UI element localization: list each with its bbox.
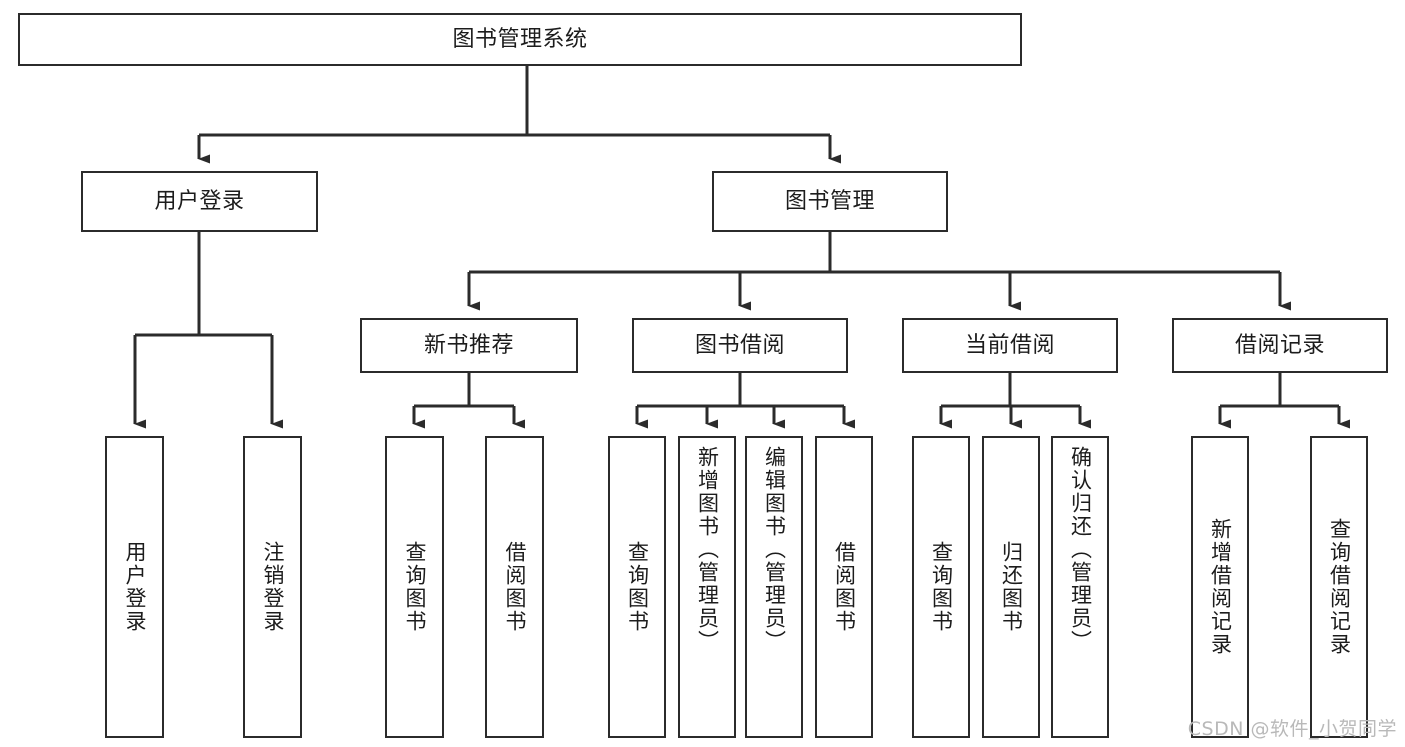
node-user-login[interactable]: 用户登录 — [81, 171, 318, 232]
node-label: 新增图书（管理员） — [695, 446, 720, 653]
node-leaf-query-book-recommend[interactable]: 查询图书 — [385, 436, 444, 738]
node-body: 查询图书 — [610, 438, 664, 736]
node-label: 查询图书 — [402, 541, 427, 633]
node-label: 借阅图书 — [832, 541, 857, 633]
node-book-borrow[interactable]: 图书借阅 — [632, 318, 848, 373]
node-leaf-add-borrow-record[interactable]: 新增借阅记录 — [1191, 436, 1249, 738]
node-body: 用户登录 — [107, 438, 162, 736]
node-label: 查询图书 — [625, 541, 650, 633]
node-label: 确认归还（管理员） — [1068, 446, 1093, 653]
node-body: 借阅图书 — [487, 438, 542, 736]
node-leaf-query-book-current[interactable]: 查询图书 — [912, 436, 970, 738]
node-label: 新书推荐 — [423, 332, 514, 358]
node-body: 归还图书 — [984, 438, 1038, 736]
node-body: 当前借阅 — [904, 320, 1116, 371]
connector-lines — [133, 66, 1350, 429]
node-label: 用户登录 — [154, 188, 245, 214]
node-leaf-query-borrow-record[interactable]: 查询借阅记录 — [1310, 436, 1368, 738]
node-leaf-user-login[interactable]: 用户登录 — [105, 436, 164, 738]
node-label: 图书借阅 — [694, 332, 785, 358]
node-body: 新增图书（管理员） — [680, 438, 734, 736]
node-label: 借阅记录 — [1234, 332, 1325, 358]
node-body: 借阅图书 — [817, 438, 871, 736]
node-leaf-return-book[interactable]: 归还图书 — [982, 436, 1040, 738]
node-leaf-edit-book-admin[interactable]: 编辑图书（管理员） — [745, 436, 803, 738]
node-body: 查询图书 — [914, 438, 968, 736]
node-root[interactable]: 图书管理系统 — [18, 13, 1022, 66]
node-label: 注销登录 — [260, 541, 285, 633]
node-body: 借阅记录 — [1174, 320, 1386, 371]
node-leaf-confirm-return-admin[interactable]: 确认归还（管理员） — [1051, 436, 1109, 738]
node-leaf-add-book-admin[interactable]: 新增图书（管理员） — [678, 436, 736, 738]
node-label: 图书管理系统 — [452, 26, 588, 52]
node-body: 图书借阅 — [634, 320, 846, 371]
node-label: 查询图书 — [929, 541, 954, 633]
node-body: 图书管理 — [714, 173, 946, 230]
node-new-book-recommend[interactable]: 新书推荐 — [360, 318, 578, 373]
node-label: 图书管理 — [784, 188, 875, 214]
node-body: 确认归还（管理员） — [1053, 438, 1107, 736]
node-body: 用户登录 — [83, 173, 316, 230]
node-leaf-query-book-borrow[interactable]: 查询图书 — [608, 436, 666, 738]
node-body: 查询图书 — [387, 438, 442, 736]
node-leaf-borrow-book[interactable]: 借阅图书 — [815, 436, 873, 738]
node-leaf-logout-login[interactable]: 注销登录 — [243, 436, 302, 738]
node-body: 注销登录 — [245, 438, 300, 736]
node-label: 归还图书 — [999, 541, 1024, 633]
node-body: 新增借阅记录 — [1193, 438, 1247, 736]
node-body: 图书管理系统 — [20, 15, 1020, 64]
node-label: 新增借阅记录 — [1208, 518, 1233, 656]
node-borrow-record[interactable]: 借阅记录 — [1172, 318, 1388, 373]
node-label: 编辑图书（管理员） — [762, 446, 787, 653]
node-body: 新书推荐 — [362, 320, 576, 371]
node-label: 借阅图书 — [502, 541, 527, 633]
node-current-borrow[interactable]: 当前借阅 — [902, 318, 1118, 373]
node-body: 编辑图书（管理员） — [747, 438, 801, 736]
node-label: 当前借阅 — [964, 332, 1055, 358]
node-leaf-borrow-book-recommend[interactable]: 借阅图书 — [485, 436, 544, 738]
node-label: 用户登录 — [122, 541, 147, 633]
node-body: 查询借阅记录 — [1312, 438, 1366, 736]
node-book-management[interactable]: 图书管理 — [712, 171, 948, 232]
node-label: 查询借阅记录 — [1327, 518, 1352, 656]
